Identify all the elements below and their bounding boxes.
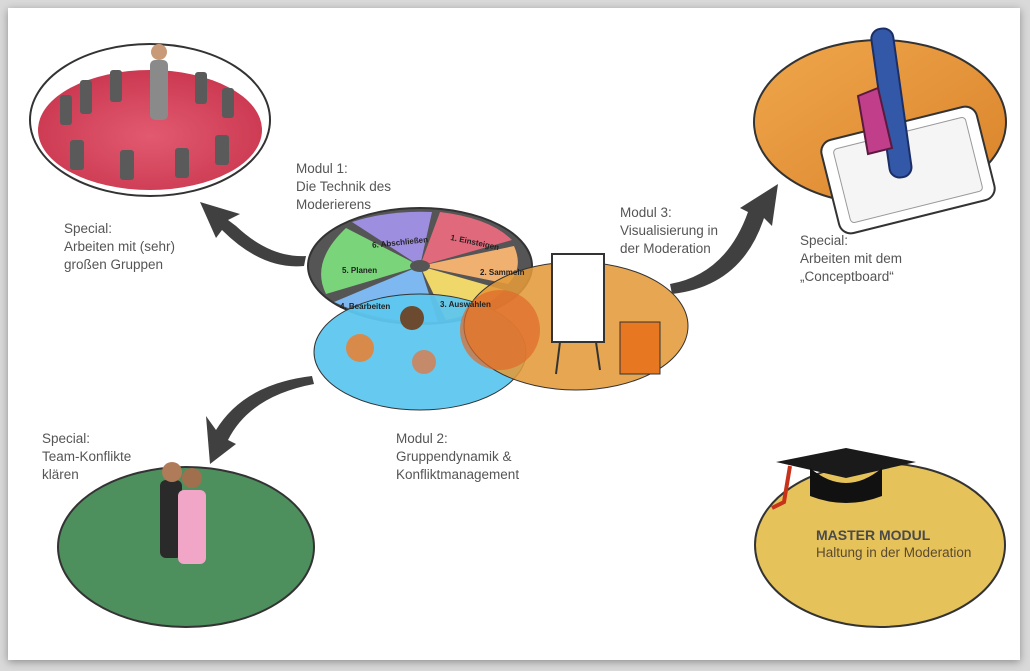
modul2-line2: Gruppendynamik & — [396, 449, 512, 464]
special-groups-label: Special: Arbeiten mit (sehr) großen Grup… — [64, 220, 175, 274]
arrow-to-team-conflict — [206, 376, 314, 464]
special-team-line3: klären — [42, 467, 79, 482]
moderation-wheel — [307, 207, 533, 325]
modul2-label: Modul 2: Gruppendynamik & Konfliktmanage… — [396, 430, 519, 484]
master-title: MASTER MODUL — [816, 527, 931, 543]
modul3-label: Modul 3: Visualisierung in der Moderatio… — [620, 204, 718, 258]
master-subtitle: Haltung in der Moderation — [816, 545, 972, 560]
modul1-line3: Moderierens — [296, 197, 372, 212]
special-conceptboard-line2: Arbeiten mit dem — [800, 251, 903, 266]
master-module-label: MASTER MODUL Haltung in der Moderation — [816, 526, 971, 562]
team-conflict-image — [57, 462, 315, 628]
conceptboard-image — [753, 27, 1007, 235]
modul2-title: Modul 2: — [396, 431, 448, 446]
arrow-to-conceptboard — [670, 184, 778, 294]
visualisation-image — [460, 253, 689, 391]
modul1-title: Modul 1: — [296, 161, 348, 176]
special-team-line2: Team-Konflikte — [42, 449, 132, 464]
wheel-segment-3: 3. Auswählen — [440, 300, 491, 309]
large-groups-image — [29, 43, 271, 197]
special-team-label: Special: Team-Konflikte klären — [42, 430, 131, 484]
modul1-label: Modul 1: Die Technik des Moderierens — [296, 160, 391, 214]
special-groups-line2: Arbeiten mit (sehr) — [64, 239, 176, 254]
arrow-to-large-groups — [200, 202, 306, 267]
special-groups-line3: großen Gruppen — [64, 257, 164, 272]
special-conceptboard-label: Special: Arbeiten mit dem „Conceptboard“ — [800, 232, 902, 286]
modul1-line2: Die Technik des — [296, 179, 392, 194]
special-team-title: Special: — [42, 431, 91, 446]
modul2-line3: Konfliktmanagement — [396, 467, 520, 482]
modul3-line3: der Moderation — [620, 241, 711, 256]
wheel-segment-4: 4. Bearbeiten — [340, 302, 391, 311]
special-groups-title: Special: — [64, 221, 113, 236]
wheel-segment-2: 2. Sammeln — [480, 268, 525, 277]
special-conceptboard-line3: „Conceptboard“ — [800, 269, 894, 284]
wheel-segment-5: 5. Planen — [342, 266, 378, 275]
special-conceptboard-title: Special: — [800, 233, 849, 248]
master-module-image — [754, 448, 1006, 628]
modul3-title: Modul 3: — [620, 205, 672, 220]
modul3-line2: Visualisierung in — [620, 223, 719, 238]
